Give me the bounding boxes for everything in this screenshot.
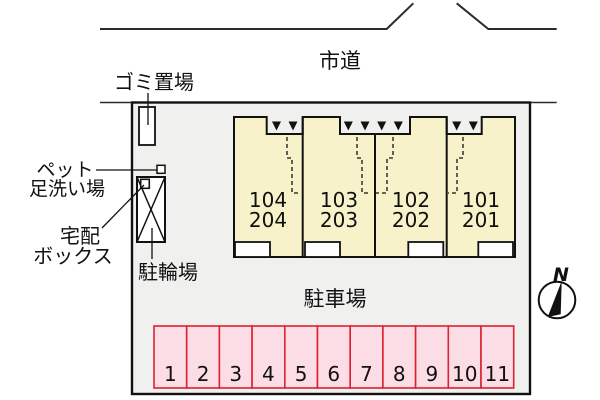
bicycle-box-diagonal [136, 176, 166, 243]
delivery-box-label-line2: ボックス [33, 244, 112, 268]
parking-stall [283, 325, 319, 389]
stair-notch [407, 241, 445, 258]
unit-label: 204 [249, 208, 287, 232]
stair-notch [304, 241, 341, 258]
door-marker-icon [288, 121, 298, 131]
door-marker-icon [452, 121, 462, 131]
door-marker-icon [468, 121, 478, 131]
approach-path [376, 137, 394, 194]
north-label: N [553, 264, 569, 286]
approach-path [286, 137, 300, 194]
stall-number: 1 [164, 362, 177, 386]
pet-wash-label-line1: ペット [36, 159, 93, 181]
stall-number: 4 [262, 362, 275, 386]
unit-labels: 104 204 103 203 102 202 101 201 [249, 188, 500, 232]
compass: N [537, 264, 577, 320]
door-marker-icon [393, 121, 403, 131]
unit-label: 103 [320, 188, 358, 212]
stall-number: 2 [197, 362, 210, 386]
road-edge-right [456, 2, 557, 30]
unit-label: 202 [392, 208, 430, 232]
stair-notches [234, 241, 514, 258]
stall-number: 9 [426, 362, 439, 386]
bicycle-parking-label: 駐輪場 [138, 260, 198, 284]
road-label: 市道 [319, 49, 361, 73]
parking-stalls: 1 2 3 4 5 6 7 8 9 10 11 [153, 325, 515, 389]
pet-wash-label-line2: 足洗い場 [29, 178, 105, 200]
parking-stall [414, 325, 450, 389]
approach-paths [286, 137, 464, 194]
parking-stall [251, 325, 286, 389]
stall-number: 7 [360, 362, 373, 386]
garbage-label: ゴミ置場 [114, 70, 194, 94]
stall-number: 6 [327, 362, 340, 386]
unit-label: 102 [392, 188, 430, 212]
door-marker-icon [272, 121, 281, 131]
parking-stall [480, 325, 515, 389]
stall-number: 10 [452, 362, 477, 386]
bicycle-parking-area [136, 176, 166, 243]
delivery-box-leader-line [101, 184, 145, 229]
door-marker-icon [343, 121, 353, 131]
approach-path [356, 137, 371, 194]
garbage-box [138, 106, 156, 146]
road-edge-left [100, 2, 414, 30]
approach-path [448, 137, 464, 194]
unit-label: 201 [462, 208, 500, 232]
stall-number: 3 [229, 362, 242, 386]
parking-stall [218, 325, 253, 389]
door-marker-icon [360, 121, 370, 131]
parking-stall [153, 325, 188, 389]
parking-stall [382, 325, 417, 389]
stair-notch [477, 241, 514, 258]
door-marker-icon [377, 121, 387, 131]
pet-wash-box [156, 164, 166, 175]
stair-notch [234, 241, 271, 258]
delivery-box-label-line1: 宅配 [60, 224, 100, 248]
parking-stall [447, 325, 482, 389]
parking-lot-label: 駐車場 [304, 287, 367, 311]
parking-stall [185, 325, 221, 389]
building-block: 104 204 103 203 102 202 101 201 [233, 116, 516, 258]
entrance-door-markers [272, 121, 478, 131]
parking-stall-numbers: 1 2 3 4 5 6 7 8 9 10 11 [164, 362, 510, 386]
stall-number: 11 [485, 362, 510, 386]
unit-label: 101 [462, 188, 500, 212]
delivery-box [139, 178, 151, 190]
unit-label: 203 [320, 208, 358, 232]
compass-needle-icon [547, 281, 562, 317]
stall-number: 5 [295, 362, 308, 386]
unit-label: 104 [249, 188, 287, 212]
stall-number: 8 [393, 362, 406, 386]
